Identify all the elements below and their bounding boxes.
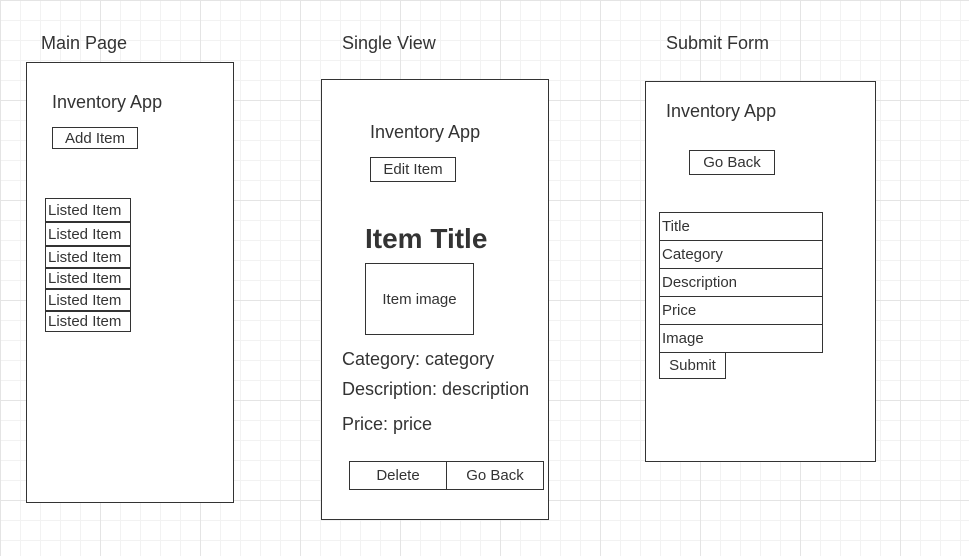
item-description: Description: description (342, 379, 530, 399)
main-page-app-title: Inventory App (52, 92, 163, 112)
item-image-placeholder: Item image (365, 263, 474, 335)
item-title: Item Title (365, 223, 488, 254)
list-item[interactable]: Listed Item (45, 289, 131, 311)
single-view-heading: Single View (342, 33, 436, 53)
price-field[interactable]: Price (659, 296, 823, 325)
item-category: Category: category (342, 349, 495, 369)
submit-button[interactable]: Submit (659, 352, 726, 379)
list-item[interactable]: Listed Item (45, 222, 131, 246)
list-item[interactable]: Listed Item (45, 198, 131, 222)
edit-item-button[interactable]: Edit Item (370, 157, 456, 182)
single-view-app-title: Inventory App (370, 122, 481, 142)
submit-form-heading: Submit Form (666, 33, 770, 53)
title-field[interactable]: Title (659, 212, 823, 241)
main-page-heading: Main Page (41, 33, 128, 53)
list-item[interactable]: Listed Item (45, 246, 131, 268)
list-item[interactable]: Listed Item (45, 311, 131, 332)
submit-form-app-title: Inventory App (666, 101, 777, 121)
image-field[interactable]: Image (659, 324, 823, 353)
go-back-button[interactable]: Go Back (446, 461, 544, 490)
delete-button[interactable]: Delete (349, 461, 447, 490)
description-field[interactable]: Description (659, 268, 823, 297)
category-field[interactable]: Category (659, 240, 823, 269)
list-item[interactable]: Listed Item (45, 268, 131, 289)
add-item-button[interactable]: Add Item (52, 127, 138, 149)
item-price: Price: price (342, 414, 433, 434)
go-back-button[interactable]: Go Back (689, 150, 775, 175)
